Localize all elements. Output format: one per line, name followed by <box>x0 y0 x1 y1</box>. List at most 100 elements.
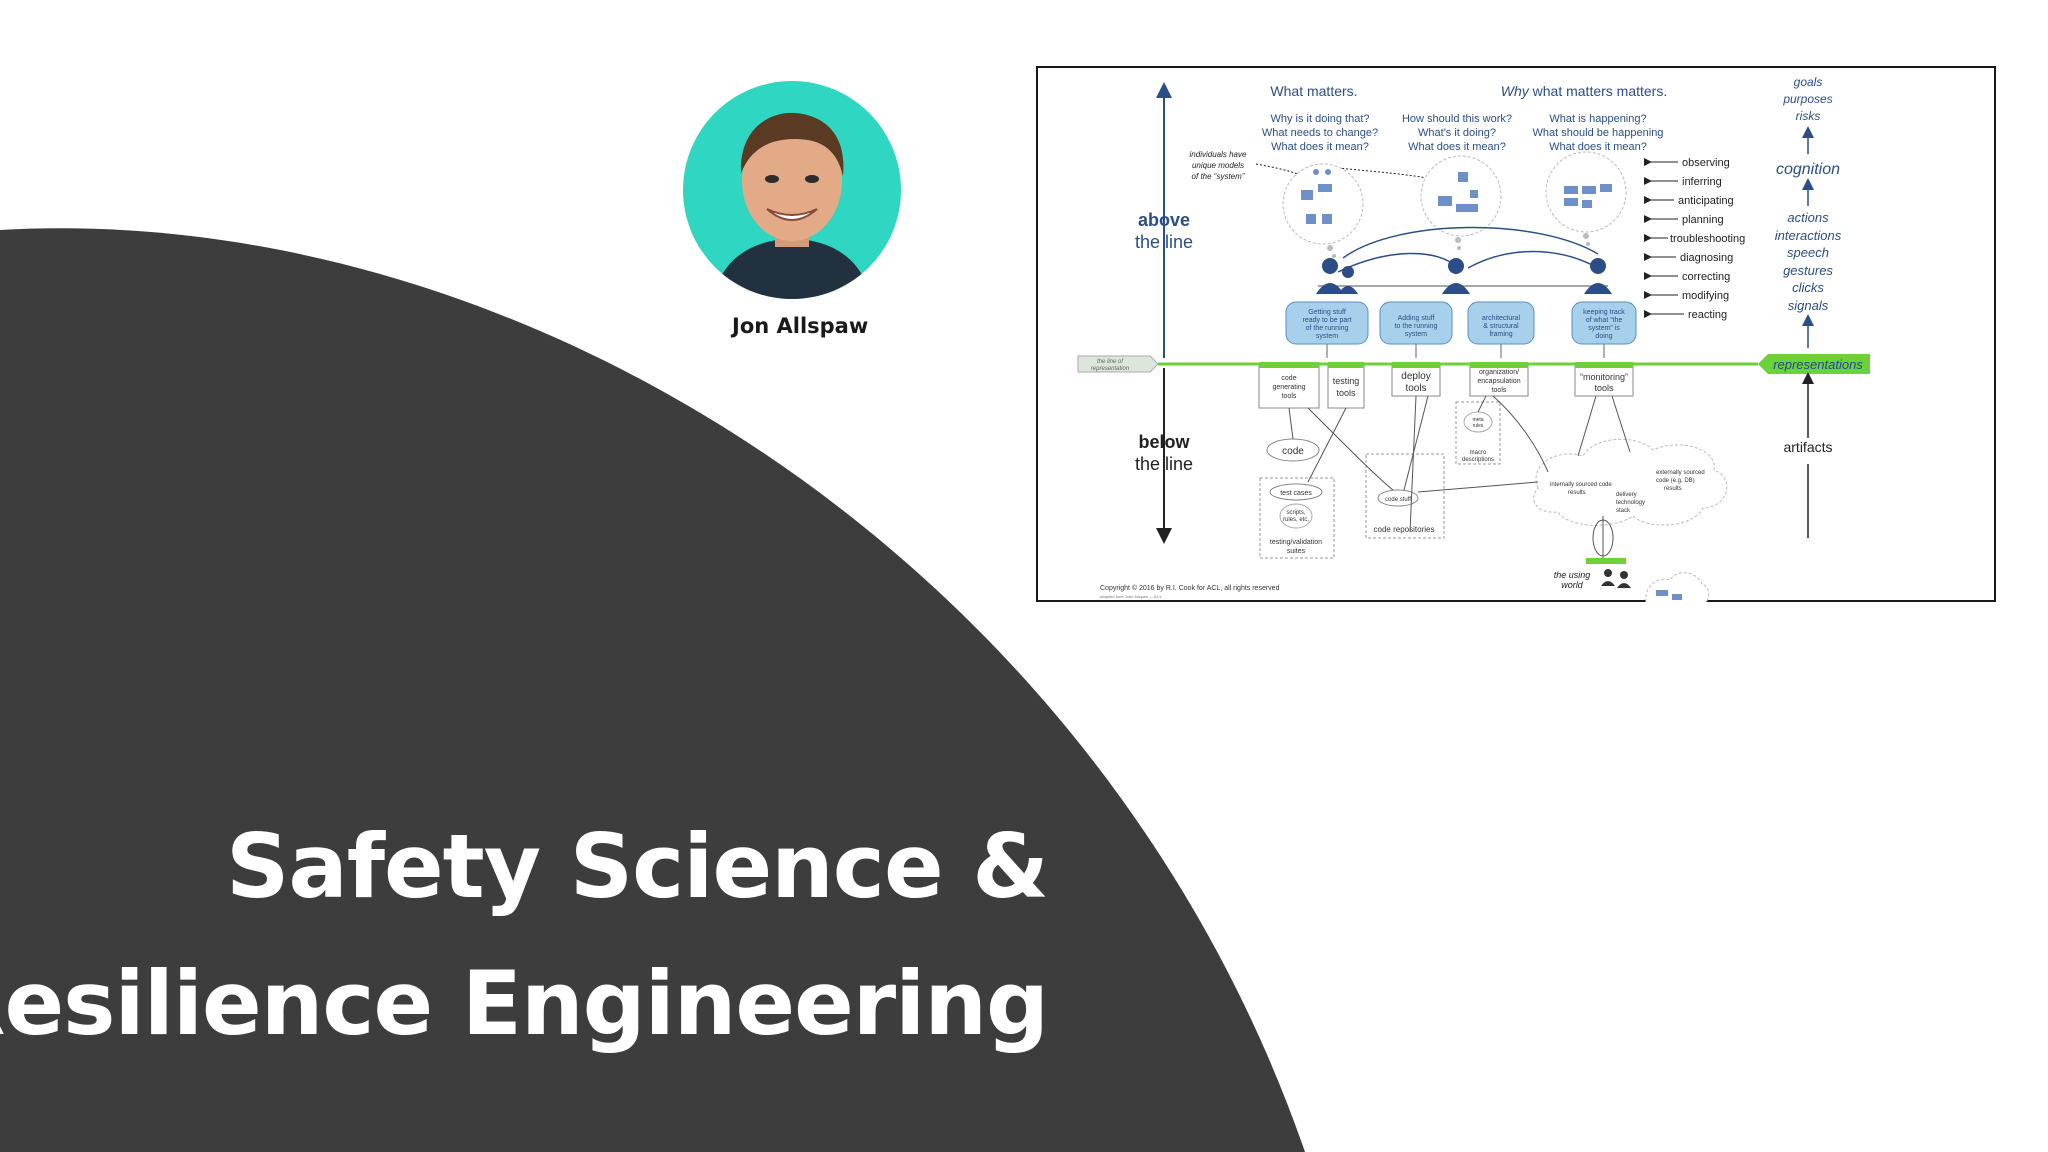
svg-text:anticipating: anticipating <box>1678 195 1734 207</box>
svg-text:actions: actions <box>1787 210 1829 225</box>
svg-text:What's it doing?: What's it doing? <box>1418 127 1496 139</box>
svg-text:code stuff: code stuff <box>1385 497 1411 503</box>
svg-text:code repositories: code repositories <box>1374 525 1435 534</box>
svg-text:observing: observing <box>1682 157 1730 169</box>
svg-text:What needs to change?: What needs to change? <box>1262 127 1378 139</box>
cognition-label: cognition <box>1776 161 1840 178</box>
svg-text:keeping track: keeping track <box>1583 309 1625 316</box>
tool-box-organization: organization/encapsulation tools <box>1470 362 1528 396</box>
svg-text:tools: tools <box>1282 393 1297 400</box>
svg-text:the using: the using <box>1554 570 1591 580</box>
svg-text:organization/: organization/ <box>1479 369 1519 376</box>
svg-text:purposes: purposes <box>1782 92 1832 106</box>
svg-text:unique models: unique models <box>1192 161 1244 170</box>
svg-text:What is happening?: What is happening? <box>1549 113 1646 125</box>
svg-text:testing: testing <box>1333 376 1360 386</box>
svg-text:externally sourced: externally sourced <box>1656 470 1705 476</box>
title-line-1: Safety Science & <box>226 823 1048 911</box>
svg-text:What does it mean?: What does it mean? <box>1408 141 1506 153</box>
svg-text:of the running: of the running <box>1306 325 1349 332</box>
questions-col-3: What is happening? What should be happen… <box>1533 113 1664 153</box>
svg-text:results: results <box>1568 490 1586 496</box>
svg-text:system” is: system” is <box>1588 325 1620 332</box>
svg-text:test cases: test cases <box>1280 490 1312 497</box>
svg-text:Getting stuff: Getting stuff <box>1308 309 1346 316</box>
above-label-2: the line <box>1135 232 1193 252</box>
above-below-line-diagram: above the line below the line What matte… <box>1036 66 1996 602</box>
svg-text:macro: macro <box>1470 450 1487 456</box>
why-matters: Why what matters matters. <box>1501 83 1667 99</box>
work-box-2: Adding stuff to the running system <box>1380 302 1452 344</box>
questions-col-1: Why is it doing that? What needs to chan… <box>1262 113 1378 153</box>
work-box-4: keeping track of what “the system” is do… <box>1572 302 1636 344</box>
svg-text:planning: planning <box>1682 214 1724 226</box>
svg-text:tools: tools <box>1594 383 1614 393</box>
svg-text:inferring: inferring <box>1682 176 1722 188</box>
svg-text:results: results <box>1664 486 1682 492</box>
below-label: below <box>1138 432 1190 452</box>
svg-text:individuals have: individuals have <box>1190 150 1247 159</box>
svg-text:of the “system”: of the “system” <box>1192 172 1245 181</box>
svg-text:technology: technology <box>1616 500 1645 506</box>
svg-text:Why is it doing that?: Why is it doing that? <box>1270 113 1369 125</box>
svg-text:What does it mean?: What does it mean? <box>1549 141 1647 153</box>
svg-text:speech: speech <box>1787 245 1829 260</box>
svg-text:What does it mean?: What does it mean? <box>1271 141 1369 153</box>
svg-text:framing: framing <box>1489 331 1512 338</box>
svg-text:tools: tools <box>1492 387 1507 394</box>
work-box-3: architectural & structural framing <box>1468 302 1534 344</box>
svg-text:tools: tools <box>1336 388 1356 398</box>
thought-bubble-1 <box>1283 164 1363 258</box>
svg-text:system: system <box>1316 333 1338 340</box>
svg-text:troubleshooting: troubleshooting <box>1670 233 1745 245</box>
svg-text:“monitoring”: “monitoring” <box>1580 372 1628 382</box>
svg-text:to the running: to the running <box>1395 323 1438 330</box>
svg-text:representations: representations <box>1773 357 1863 372</box>
speaker-avatar <box>683 81 901 299</box>
svg-text:suites: suites <box>1287 548 1306 555</box>
svg-text:& structural: & structural <box>1483 323 1519 330</box>
questions-col-2: How should this work? What's it doing? W… <box>1402 113 1512 153</box>
svg-text:ready to be part: ready to be part <box>1302 317 1351 324</box>
svg-text:representation: representation <box>1091 366 1130 372</box>
tool-box-monitoring: “monitoring”tools <box>1575 362 1633 396</box>
svg-text:the line of: the line of <box>1097 359 1124 365</box>
activities-list: observing inferring anticipating plannin… <box>1648 157 1745 321</box>
svg-text:encapsulation: encapsulation <box>1477 378 1520 385</box>
thought-bubble-2 <box>1421 156 1501 250</box>
using-world-people-icon <box>1601 569 1631 588</box>
svg-text:scripts,: scripts, <box>1286 510 1305 516</box>
svg-text:code: code <box>1282 446 1304 457</box>
svg-text:stack: stack <box>1616 508 1631 514</box>
above-label: above <box>1138 210 1190 230</box>
svg-text:doing: doing <box>1595 333 1612 340</box>
svg-text:world: world <box>1561 580 1584 590</box>
svg-text:Adding stuff: Adding stuff <box>1398 315 1435 322</box>
svg-text:signals: signals <box>1788 298 1829 313</box>
copyright: Copyright © 2016 by R.I. Cook for ACL, a… <box>1100 584 1280 592</box>
models-note: individuals have unique models of the “s… <box>1190 150 1247 181</box>
title-line-2: Resilience Engineering <box>0 960 1048 1048</box>
svg-text:risks: risks <box>1796 109 1821 123</box>
svg-text:rules: rules <box>1473 423 1484 429</box>
svg-text:deploy: deploy <box>1401 371 1430 382</box>
svg-text:of what “the: of what “the <box>1586 317 1623 324</box>
speaker-name: Jon Allspaw <box>732 314 860 338</box>
svg-text:modifying: modifying <box>1682 290 1729 302</box>
artifacts-label: artifacts <box>1783 439 1832 455</box>
goals-list: goals purposes risks <box>1782 75 1832 123</box>
svg-text:goals: goals <box>1794 75 1823 89</box>
svg-text:reacting: reacting <box>1688 309 1727 321</box>
svg-text:tools: tools <box>1405 383 1426 394</box>
below-label-2: the line <box>1135 454 1193 474</box>
svg-text:code: code <box>1281 375 1296 382</box>
svg-text:interactions: interactions <box>1775 228 1842 243</box>
svg-text:testing/validation: testing/validation <box>1270 539 1322 546</box>
svg-text:diagnosing: diagnosing <box>1680 252 1733 264</box>
svg-text:code (e.g. DB): code (e.g. DB) <box>1656 478 1695 484</box>
work-box-1: Getting stuff ready to be part of the ru… <box>1286 302 1368 344</box>
what-matters: What matters. <box>1270 83 1357 99</box>
svg-text:What should be happening: What should be happening <box>1533 127 1664 139</box>
